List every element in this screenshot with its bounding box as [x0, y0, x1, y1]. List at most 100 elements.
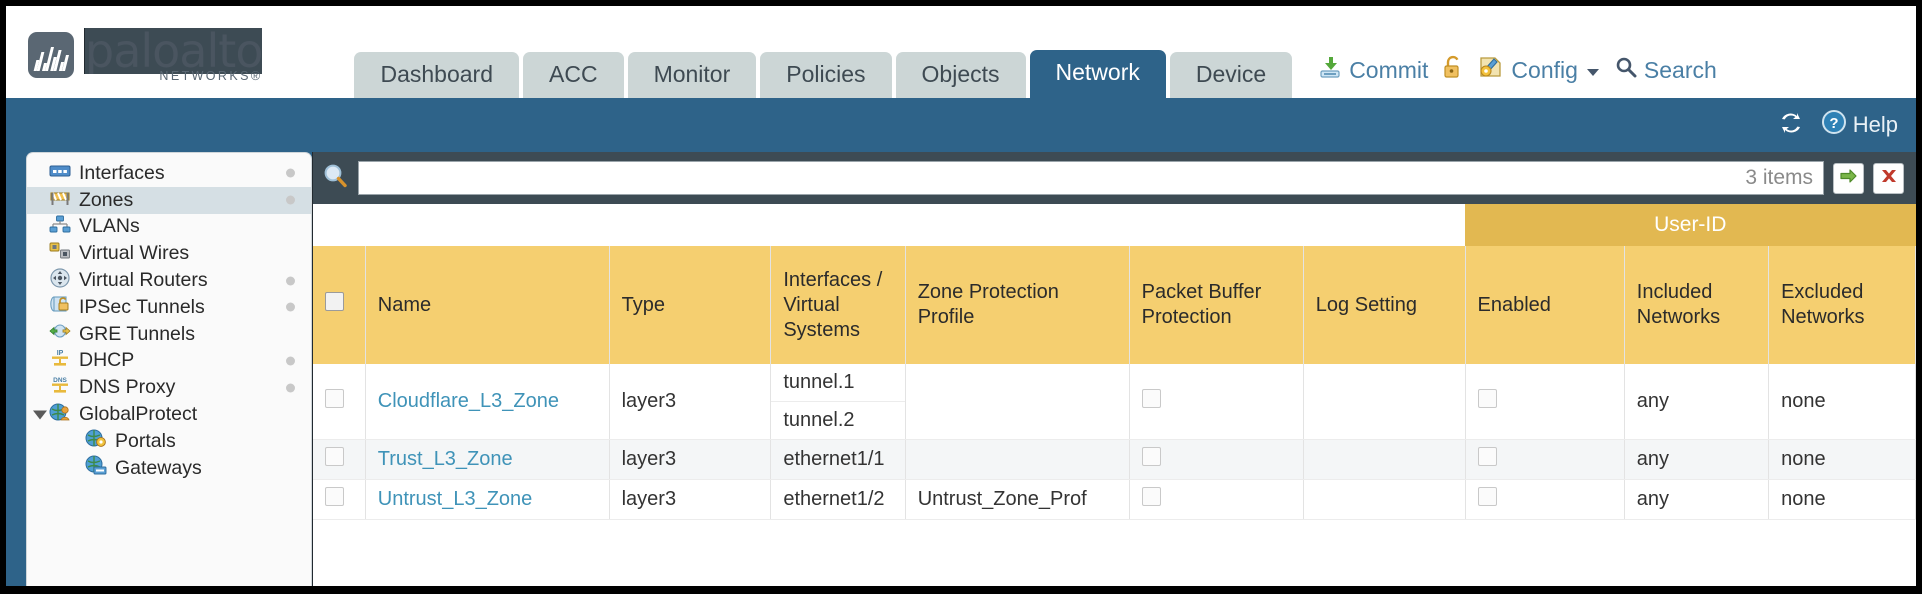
zone-name-link[interactable]: Trust_L3_Zone	[365, 439, 610, 480]
expand-caret-icon[interactable]	[33, 410, 47, 420]
sidebar-item-portals[interactable]: Portals	[27, 428, 311, 455]
userid-enabled-cell[interactable]	[1465, 479, 1625, 520]
search-input[interactable]: 3 items	[358, 161, 1824, 195]
table-row[interactable]: Cloudflare_L3_Zone layer3 tunnel.1 tunne…	[313, 364, 1916, 440]
header-actions: Commit	[1318, 55, 1717, 85]
zone-name-link[interactable]: Cloudflare_L3_Zone	[365, 364, 610, 440]
column-header-zone-protection-profile[interactable]: Zone Protection Profile	[905, 246, 1130, 364]
row-checkbox[interactable]	[325, 447, 344, 466]
userid-enabled-cell[interactable]	[1465, 439, 1625, 480]
lock-button[interactable]	[1442, 55, 1464, 85]
status-dot	[286, 168, 295, 178]
commit-save-icon	[1318, 55, 1342, 85]
help-label: Help	[1852, 112, 1898, 137]
tab-device[interactable]: Device	[1169, 52, 1293, 98]
sidebar-item-dns-proxy[interactable]: DNS DNS Proxy	[27, 374, 311, 401]
column-header-packet-buffer-protection[interactable]: Packet Buffer Protection	[1129, 246, 1304, 364]
refresh-icon[interactable]	[1777, 110, 1805, 141]
select-all-checkbox[interactable]	[325, 292, 344, 311]
zone-protection-profile	[905, 364, 1130, 440]
sidebar-item-label: GRE Tunnels	[79, 322, 195, 345]
zone-protection-profile: Untrust_Zone_Prof	[905, 479, 1130, 520]
table-row[interactable]: Untrust_L3_Zone layer3 ethernet1/2 Untru…	[313, 479, 1916, 520]
excluded-networks: none	[1768, 364, 1916, 440]
svg-text:?: ?	[1829, 115, 1838, 132]
packet-buffer-checkbox[interactable]	[1141, 447, 1161, 466]
paloalto-logo-icon	[28, 31, 74, 78]
sidebar-item-vlans[interactable]: VLANs	[27, 214, 311, 241]
packet-buffer-protection-cell[interactable]	[1129, 479, 1304, 520]
sidebar-item-label: IPSec Tunnels	[79, 295, 205, 318]
search-button[interactable]: Search	[1615, 56, 1717, 84]
status-dot	[286, 383, 295, 393]
table-row[interactable]: Trust_L3_Zone layer3 ethernet1/1 a	[313, 439, 1916, 480]
column-header-excluded-networks[interactable]: Excluded Networks	[1768, 246, 1916, 364]
packet-buffer-protection-cell[interactable]	[1129, 439, 1304, 480]
apply-filter-button[interactable]	[1833, 162, 1864, 194]
sidebar-item-globalprotect[interactable]: GlobalProtect	[27, 401, 311, 428]
column-header-row: Name Type Interfaces / Virtual Systems Z…	[313, 246, 1916, 364]
sidebar-item-virtual-wires[interactable]: Virtual Wires	[27, 240, 311, 267]
packet-buffer-checkbox[interactable]	[1141, 487, 1161, 506]
column-header-name[interactable]: Name	[365, 246, 610, 364]
sidebar-item-virtual-routers[interactable]: Virtual Routers	[27, 267, 311, 294]
sidebar-item-gre-tunnels[interactable]: GRE Tunnels	[27, 321, 311, 348]
row-checkbox[interactable]	[325, 389, 344, 408]
config-dropdown[interactable]: Config	[1478, 55, 1600, 85]
tab-acc[interactable]: ACC	[523, 52, 624, 98]
help-button[interactable]: ? Help	[1821, 109, 1898, 141]
userid-enabled-cell[interactable]	[1465, 364, 1625, 440]
sidebar-item-label: Virtual Wires	[79, 242, 190, 265]
sidebar-item-label: Interfaces	[79, 161, 165, 184]
userid-enabled-checkbox[interactable]	[1477, 389, 1497, 408]
globalprotect-icon	[49, 402, 71, 428]
log-setting	[1303, 364, 1466, 440]
zones-table-body: Cloudflare_L3_Zone layer3 tunnel.1 tunne…	[313, 364, 1916, 520]
row-checkbox[interactable]	[325, 487, 344, 506]
tab-monitor[interactable]: Monitor	[627, 52, 757, 98]
clear-filter-button[interactable]	[1873, 162, 1904, 194]
select-all-header[interactable]	[313, 246, 366, 364]
sidebar-item-interfaces[interactable]: Interfaces	[27, 160, 311, 187]
packet-buffer-checkbox[interactable]	[1141, 389, 1161, 408]
dns-proxy-icon: DNS	[49, 375, 71, 401]
zone-interfaces: ethernet1/2	[770, 479, 906, 520]
row-select-cell[interactable]	[313, 439, 366, 480]
sidebar-item-ipsec-tunnels[interactable]: IPSec Tunnels	[27, 294, 311, 321]
logo-bars	[33, 45, 69, 71]
row-select-cell[interactable]	[313, 364, 366, 440]
zones-panel: 3 items	[312, 152, 1916, 586]
group-header-user-id: User-ID	[1465, 204, 1916, 246]
commit-button[interactable]: Commit	[1318, 55, 1428, 85]
userid-enabled-checkbox[interactable]	[1477, 487, 1497, 506]
sidebar-item-dhcp[interactable]: IP DHCP	[27, 348, 311, 375]
search-magnifier-icon	[323, 163, 349, 194]
column-header-enabled[interactable]: Enabled	[1465, 246, 1625, 364]
sidebar-item-gateways[interactable]: Gateways	[27, 455, 311, 482]
zones-icon	[49, 189, 71, 212]
tab-dashboard[interactable]: Dashboard	[354, 52, 519, 98]
svg-text:DNS: DNS	[53, 377, 67, 384]
sidebar-item-zones[interactable]: Zones	[27, 186, 311, 214]
log-setting	[1303, 479, 1466, 520]
column-header-interfaces[interactable]: Interfaces / Virtual Systems	[770, 246, 906, 364]
main-nav-tabs: Dashboard ACC Monitor Policies Objects N…	[354, 46, 1293, 98]
interface-item: tunnel.2	[783, 409, 855, 431]
tab-objects[interactable]: Objects	[895, 52, 1026, 98]
ipsec-tunnels-icon	[49, 295, 71, 319]
userid-enabled-checkbox[interactable]	[1477, 447, 1497, 466]
tab-network[interactable]: Network	[1029, 50, 1166, 98]
column-header-log-setting[interactable]: Log Setting	[1303, 246, 1466, 364]
column-header-included-networks[interactable]: Included Networks	[1624, 246, 1770, 364]
group-header-row: User-ID	[313, 204, 1916, 246]
row-select-cell[interactable]	[313, 479, 366, 520]
network-sidebar: Interfaces Zones	[26, 152, 312, 586]
filter-bar: 3 items	[313, 152, 1916, 204]
excluded-networks: none	[1768, 479, 1916, 520]
included-networks: any	[1624, 439, 1770, 480]
column-header-type[interactable]: Type	[609, 246, 772, 364]
tab-policies[interactable]: Policies	[760, 52, 892, 98]
packet-buffer-protection-cell[interactable]	[1129, 364, 1304, 440]
zone-name-link[interactable]: Untrust_L3_Zone	[365, 479, 610, 520]
